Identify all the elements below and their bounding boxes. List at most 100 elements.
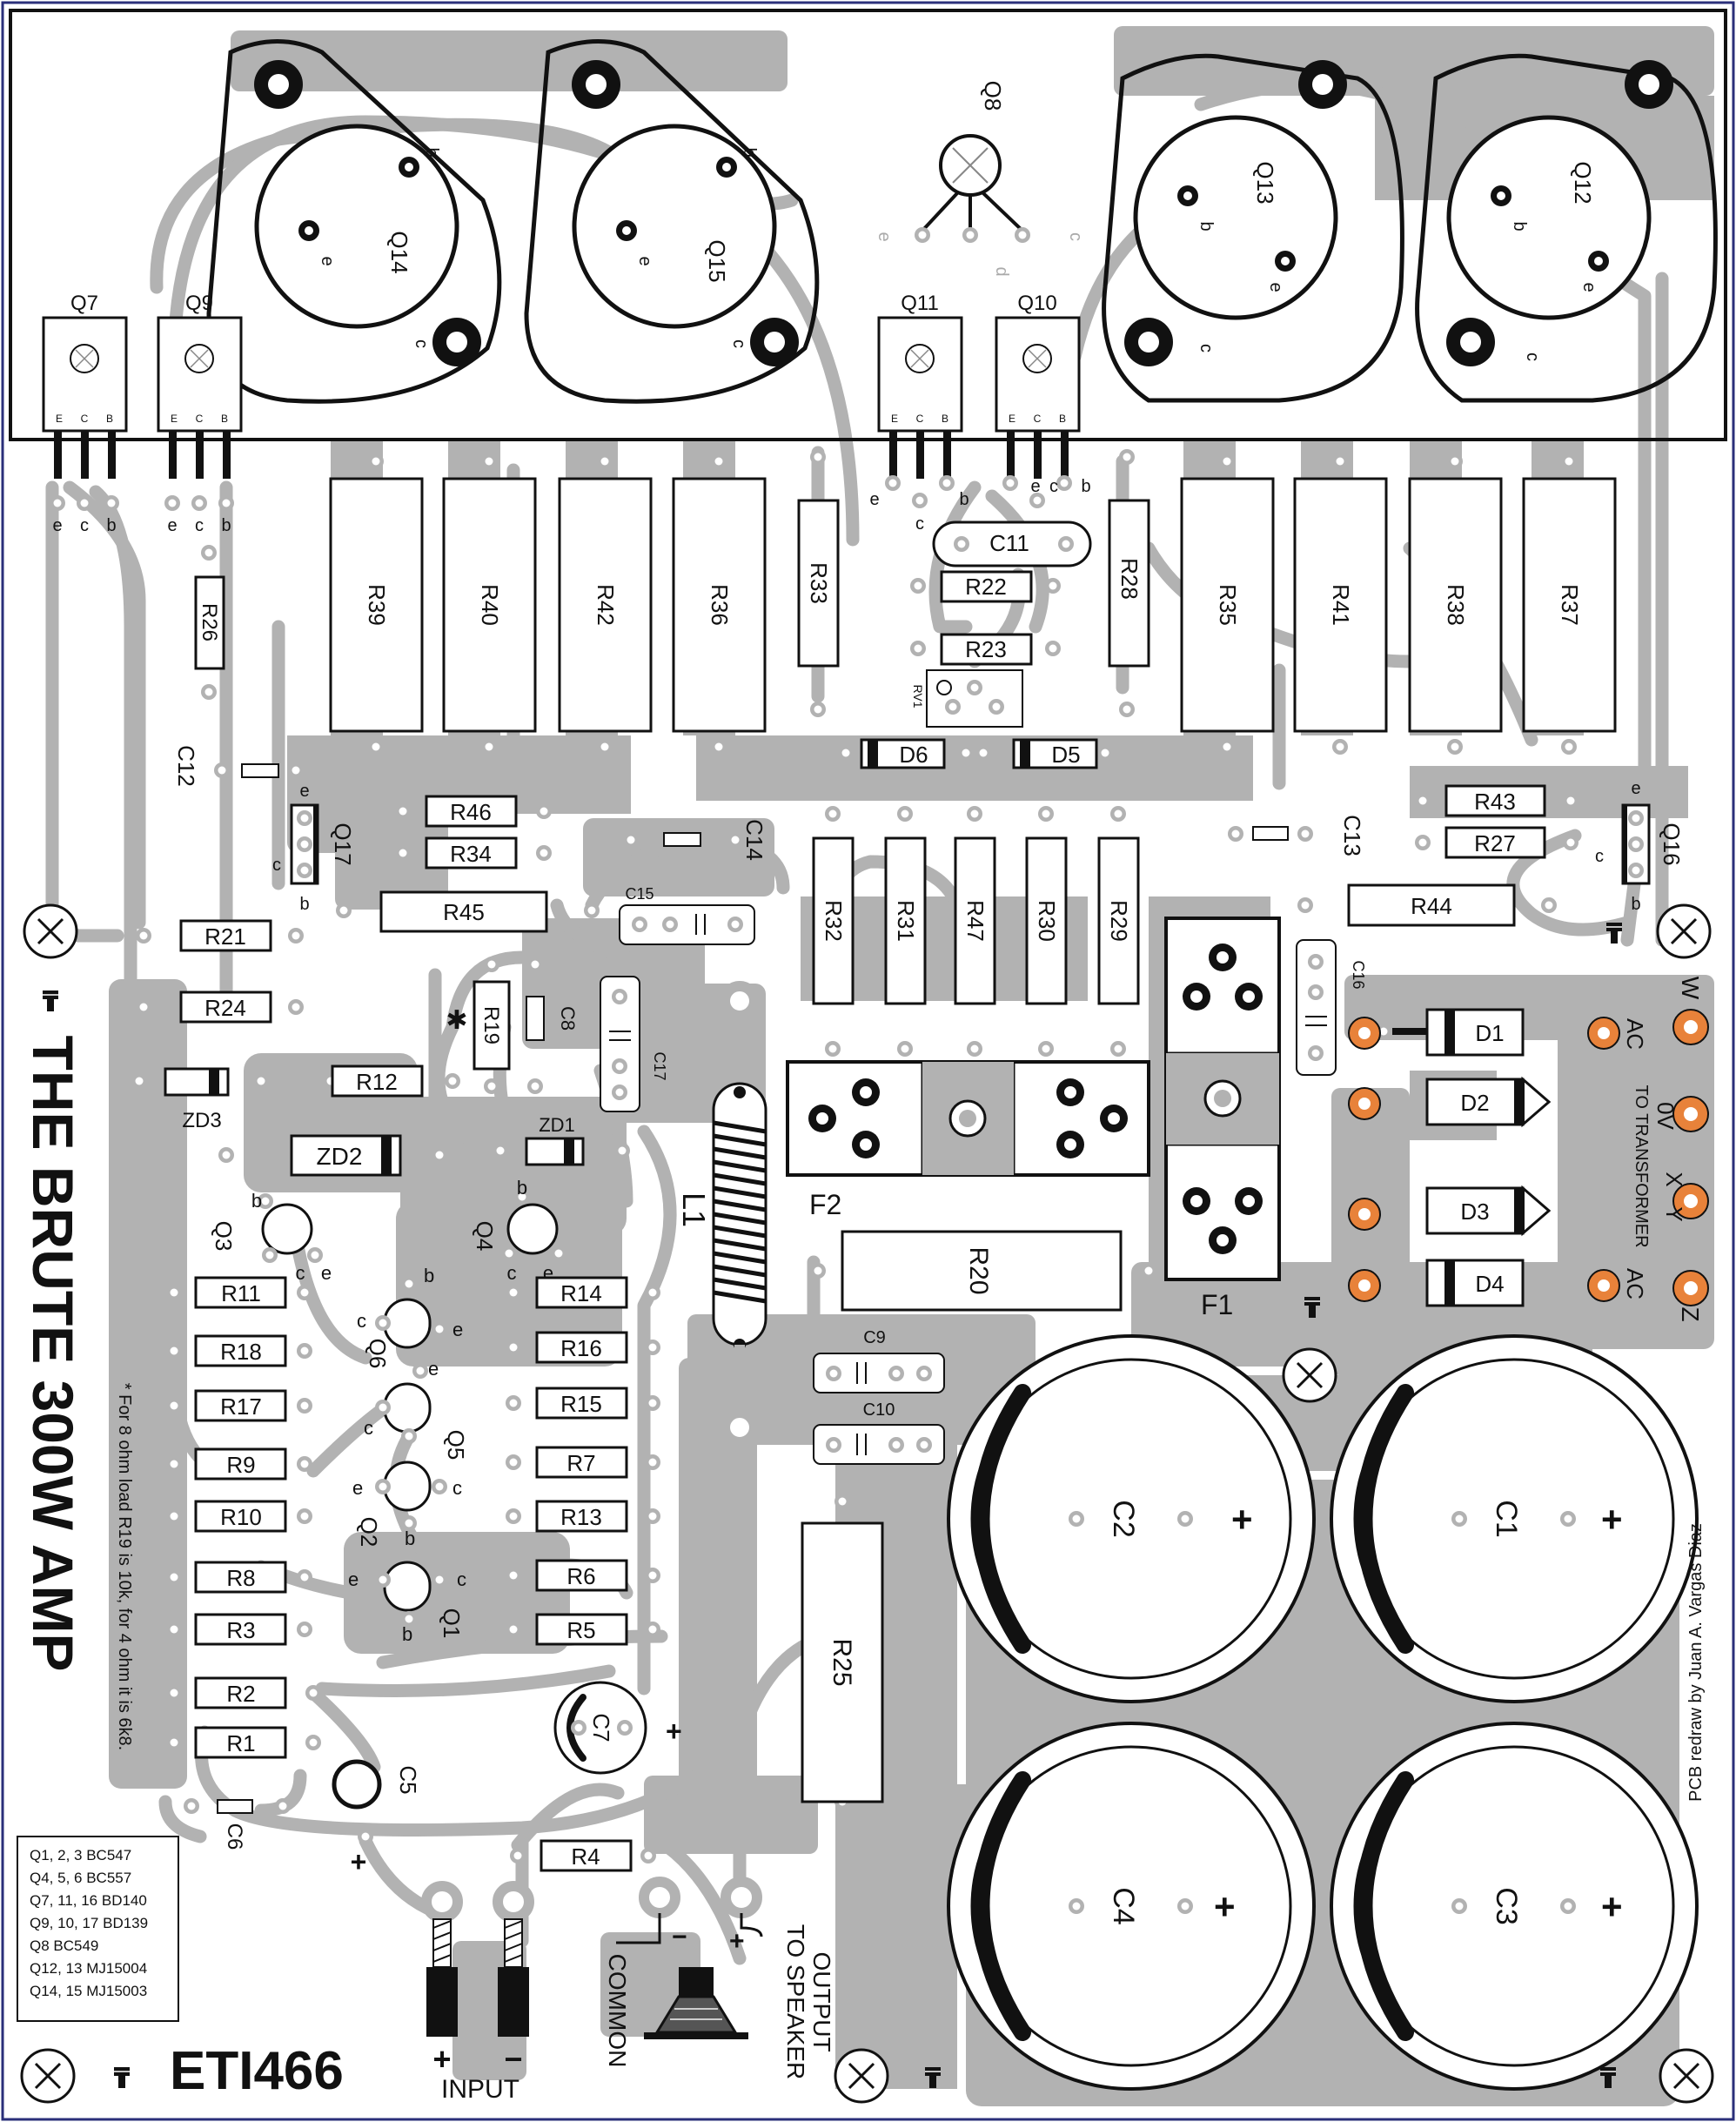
- resistor-r10: R10: [166, 1500, 312, 1533]
- svg-text:Q17: Q17: [330, 823, 356, 865]
- svg-text:C14: C14: [741, 819, 767, 861]
- resistor-r17: R17: [166, 1389, 312, 1422]
- power-transistor-q12: Q12 b e c: [1415, 53, 1718, 403]
- svg-text:Q4: Q4: [472, 1221, 498, 1252]
- svg-text:R33: R33: [806, 562, 832, 604]
- svg-text:R34: R34: [450, 841, 492, 867]
- inductor-l1: L1: [676, 981, 767, 1447]
- svg-text:R16: R16: [560, 1335, 602, 1361]
- svg-text:e: e: [321, 1262, 332, 1284]
- svg-text:b: b: [517, 1177, 527, 1199]
- svg-text:b: b: [1631, 895, 1640, 914]
- mounting-hole-icon: [23, 903, 78, 959]
- svg-text:Q16: Q16: [1659, 823, 1685, 865]
- svg-text:R42: R42: [593, 584, 619, 626]
- svg-text:R36: R36: [707, 584, 733, 626]
- svg-text:R35: R35: [1215, 584, 1241, 626]
- svg-text:D6: D6: [899, 742, 928, 768]
- zener-zd1: ZD1: [493, 1114, 630, 1166]
- small-signal-left: R21 R24 ZD3 R12 ZD2 ZD1 R19✱ C8 C17: [131, 919, 668, 1177]
- svg-text:D4: D4: [1475, 1271, 1504, 1297]
- svg-text:C10: C10: [863, 1400, 895, 1420]
- diode-d2: D2: [1425, 1076, 1552, 1128]
- resistor-r22: R22: [910, 570, 1061, 603]
- svg-text:R12: R12: [356, 1069, 398, 1095]
- label-q12: Q12: [1570, 161, 1596, 204]
- resistor-r40: R40: [442, 453, 537, 755]
- label-q15: Q15: [704, 239, 730, 282]
- svg-text:B: B: [106, 413, 113, 425]
- svg-text:D2: D2: [1460, 1090, 1489, 1116]
- svg-text:R44: R44: [1411, 893, 1452, 919]
- svg-text:d: d: [992, 266, 1011, 276]
- rectifier-diodes: D1 D2 D3 D4: [1376, 1008, 1552, 1307]
- label-q7: Q7: [70, 292, 98, 315]
- resistor-r21: R21: [136, 919, 304, 952]
- resistor-r37: R37: [1522, 453, 1617, 755]
- resistor-r19: R19✱: [446, 957, 511, 1094]
- capacitor-c14: C14: [623, 819, 767, 861]
- svg-text:c: c: [357, 1310, 366, 1332]
- transistor-q8: Q8 e d c: [875, 81, 1085, 277]
- svg-text:c: c: [80, 516, 89, 535]
- resistor-r45: R45: [336, 890, 600, 933]
- svg-text:ZD1: ZD1: [539, 1114, 575, 1136]
- mounting-hole-icon: [1659, 2048, 1714, 2104]
- capacitor-c16: C16: [1296, 939, 1367, 1076]
- capacitor-c13: C13: [1228, 815, 1365, 856]
- model-label: ETI466: [170, 2041, 344, 2101]
- speaker-connector: − + COMMON TO SPEAKER OUTPUT: [604, 1877, 835, 2079]
- resistor-r15: R15: [506, 1387, 660, 1420]
- resistor-r29: R29: [1097, 806, 1140, 1057]
- svg-text:e: e: [52, 516, 62, 535]
- label-l1: L1: [676, 1192, 712, 1227]
- mounting-hole-icon: [1656, 903, 1712, 959]
- svg-text:C: C: [81, 413, 89, 425]
- svg-text:Q1: Q1: [439, 1608, 465, 1639]
- svg-text:b: b: [221, 516, 231, 535]
- resistor-r30: R30: [1025, 806, 1068, 1057]
- label-q8: Q8: [980, 81, 1006, 111]
- capacitor-c11: C11: [932, 520, 1092, 567]
- resistor-r31: R31: [884, 806, 927, 1057]
- resistor-r11: R11: [166, 1276, 312, 1309]
- svg-text:b: b: [299, 895, 309, 914]
- svg-text:R45: R45: [443, 899, 485, 925]
- svg-text:B: B: [942, 413, 948, 425]
- svg-text:e: e: [1266, 282, 1285, 292]
- svg-text:B: B: [1059, 413, 1066, 425]
- svg-text:e: e: [299, 782, 309, 801]
- svg-text:b: b: [405, 1528, 415, 1549]
- zener-zd3: ZD3: [131, 1067, 269, 1132]
- svg-text:e: e: [452, 1319, 463, 1340]
- resistor-r2: R2: [166, 1676, 321, 1709]
- ac-label-top: AC: [1622, 1018, 1648, 1050]
- svg-text:R13: R13: [560, 1504, 602, 1530]
- bias-network: R33 R28 C11 R22 R23 RV1 D6 D5: [797, 449, 1150, 769]
- svg-text:e: e: [167, 516, 177, 535]
- resistor-r38: R38: [1408, 453, 1503, 755]
- mounting-hole-icon: [834, 2048, 889, 2104]
- svg-text:E: E: [56, 413, 63, 425]
- svg-text:c: c: [1595, 847, 1604, 866]
- svg-text:c: c: [729, 339, 748, 348]
- resistor-r7: R7: [506, 1446, 660, 1479]
- capacitor-c15: C15: [619, 885, 755, 945]
- terminal-w-label: W: [1677, 977, 1704, 1000]
- svg-text:R9: R9: [226, 1452, 255, 1478]
- svg-text:C13: C13: [1339, 815, 1365, 856]
- svg-text:e: e: [1579, 282, 1599, 292]
- trimmer-rv1: RV1: [911, 669, 1023, 728]
- svg-text:C: C: [916, 413, 924, 425]
- svg-text:e: e: [428, 1358, 439, 1380]
- svg-text:e: e: [635, 256, 654, 265]
- right-resistor-column: R14 R16 R15 R7 R13 R6 R5: [506, 1276, 660, 1646]
- board-title: THE BRUTE 300W AMP: [21, 1036, 85, 1672]
- svg-text:e: e: [869, 490, 879, 509]
- resistor-r1: R1: [166, 1726, 321, 1759]
- svg-text:e: e: [318, 256, 337, 265]
- resistor-r47: R47: [954, 806, 996, 1057]
